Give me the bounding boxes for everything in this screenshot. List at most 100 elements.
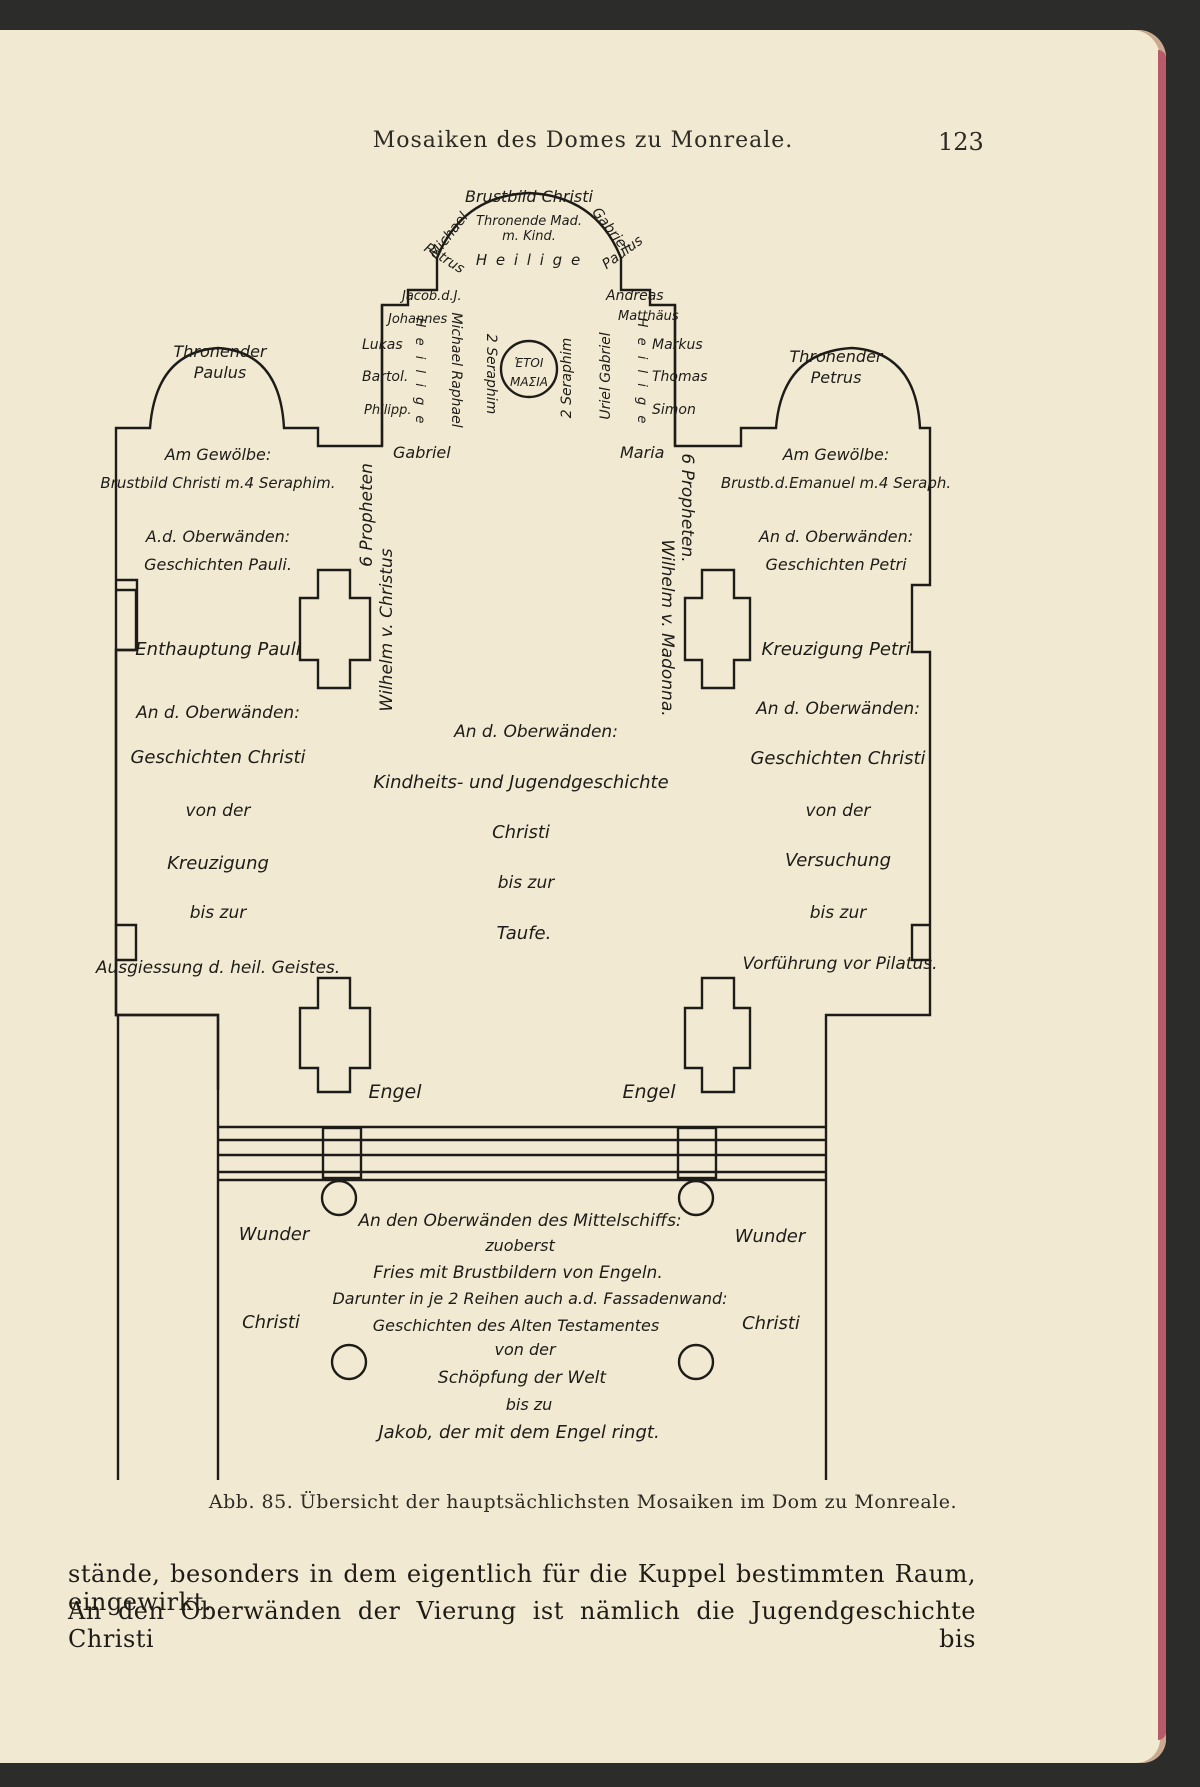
apse-heilige-right: H e i l i g e [634, 318, 649, 427]
apse-left-1: Jacob.d.J. [399, 289, 462, 304]
apse-maria: Maria [620, 443, 664, 462]
apse-heilige-left: H e i l i g e [412, 318, 427, 427]
apse-right-2: Matthäus [618, 309, 679, 324]
right-side-3: von der [806, 801, 872, 821]
page-edge [1158, 50, 1166, 1740]
apse-right-3: Markus [652, 337, 703, 353]
book-page [0, 30, 1166, 1763]
apse-madonna-1: Thronende Mad. [476, 214, 582, 229]
nave-right-top: Wunder [735, 1226, 807, 1247]
apse-right-1: Andreas [605, 288, 664, 304]
right-side-6: Vorführung vor Pilatus. [743, 954, 938, 974]
column-4 [677, 1343, 715, 1381]
apse-right-5: Simon [652, 402, 696, 418]
nave-5: Geschichten des Alten Testamentes [373, 1316, 659, 1335]
body-line-2: An den Oberwänden der Vierung ist nämlic… [68, 1597, 976, 1653]
right-vault-detail: Brustb.d.Emanuel m.4 Seraph. [721, 474, 951, 492]
body-line-1: stände, besonders in dem eigentlich für … [68, 1560, 976, 1616]
center-4: bis zur [498, 873, 555, 893]
left-notch2 [116, 923, 138, 962]
figure-caption: Abb. 85. Übersicht der hauptsächlichsten… [208, 1491, 958, 1513]
center-3: Christi [492, 822, 550, 843]
right-walls-detail: Geschichten Petri [765, 555, 907, 574]
apse-gabriel: Gabriel [393, 443, 451, 462]
right-scene: Kreuzigung Petri [762, 639, 911, 660]
apse-right-4: Thomas [652, 369, 708, 385]
left-chapel-title-1: Thronender [174, 342, 268, 361]
apse-left-3: Lukas [362, 337, 403, 353]
column-1 [320, 1179, 358, 1217]
left-notch [116, 588, 138, 652]
apse-left-5: Philipp. [364, 403, 412, 418]
pillar-right-upper [683, 568, 752, 690]
apse-seraphim-right: 2 Seraphim [559, 338, 575, 418]
left-king: Wilhelm v. Christus [377, 548, 397, 711]
center-2: Kindheits- und Jugendgeschichte [373, 772, 668, 793]
nave-right-bottom: Christi [742, 1313, 800, 1334]
apse-left-4: Bartol. [362, 369, 408, 385]
transverse-lines [218, 1125, 826, 1182]
nave-8: bis zu [506, 1395, 553, 1414]
left-side-4: Kreuzigung [167, 853, 269, 874]
nave-3: Fries mit Brustbildern von Engeln. [373, 1263, 662, 1283]
left-walls: A.d. Oberwänden: [145, 527, 290, 546]
center-medallion [499, 339, 559, 399]
apse-madonna-2: m. Kind. [502, 229, 556, 244]
right-side-4: Versuchung [785, 850, 891, 871]
column-3 [330, 1343, 368, 1381]
apse-left-2: Johannes [385, 312, 447, 327]
right-chapel-title-2: Petrus [811, 368, 862, 387]
right-king: Wilhelm v. Madonna. [657, 539, 677, 716]
engel-right: Engel [622, 1081, 676, 1103]
left-side-5: bis zur [190, 903, 247, 923]
left-vault-detail: Brustbild Christi m.4 Seraphim. [100, 474, 335, 492]
left-vault: Am Gewölbe: [164, 445, 272, 464]
left-prophets: 6 Propheten [357, 463, 377, 567]
nave-4: Darunter in je 2 Reihen auch a.d. Fassad… [332, 1289, 727, 1308]
center-1: An d. Oberwänden: [453, 722, 618, 742]
right-prophets: 6 Propheten. [677, 453, 697, 562]
column-2 [677, 1179, 715, 1217]
arch-block-right [676, 1126, 718, 1180]
left-side-6: Ausgiessung d. heil. Geistes. [95, 958, 340, 978]
engel-left: Engel [368, 1081, 422, 1103]
nave-left-bottom: Christi [242, 1312, 300, 1333]
left-chapel-title-2: Paulus [194, 363, 247, 382]
center-medallion-text-2: ΜΑΣΙΑ [510, 375, 548, 389]
right-side-wall [824, 475, 932, 1480]
pillar-right-lower [683, 976, 752, 1094]
pillar-left-upper [298, 568, 372, 690]
left-side-2: Geschichten Christi [130, 747, 305, 768]
left-side-1: An d. Oberwänden: [135, 703, 300, 723]
nave-9: Jakob, der mit dem Engel ringt. [375, 1422, 659, 1443]
apse-michael-raphael: Michael Raphael [448, 312, 464, 427]
apse-heilige-arc: H e i l i g e [476, 251, 582, 269]
apse-seraphim-left: 2 Seraphim [483, 334, 499, 414]
right-notch2 [910, 923, 930, 962]
nave-6: von der [494, 1340, 556, 1359]
nave-2: zuoberst [484, 1236, 555, 1255]
left-side-3: von der [186, 801, 252, 821]
center-medallion-text: ἙΤΟΙ [515, 356, 544, 370]
apse-uriel-gabriel: Uriel Gabriel [598, 332, 614, 419]
right-side-2: Geschichten Christi [750, 748, 925, 769]
left-scene: Enthauptung Pauli [135, 639, 300, 660]
right-walls: An d. Oberwänden: [758, 527, 913, 546]
apse-top-label: Brustbild Christi [465, 187, 594, 206]
center-5: Taufe. [497, 923, 552, 944]
left-side-wall-lower [116, 1013, 220, 1480]
nave-1: An den Oberwänden des Mittelschiffs: [357, 1211, 681, 1231]
nave-left-top: Wunder [239, 1224, 311, 1245]
right-chapel-title-1: Thronender [790, 347, 884, 366]
left-walls-detail: Geschichten Pauli. [144, 555, 292, 574]
page-number: 123 [938, 128, 984, 156]
right-vault: Am Gewölbe: [782, 445, 890, 464]
running-title: Mosaiken des Domes zu Monreale. [372, 128, 794, 153]
right-side-1: An d. Oberwänden: [755, 699, 920, 719]
left-outer-wall [114, 191, 932, 1480]
right-side-5: bis zur [810, 903, 867, 923]
arch-block-left [321, 1126, 363, 1180]
pillar-left-lower [298, 976, 372, 1094]
nave-7: Schöpfung der Welt [438, 1368, 607, 1388]
